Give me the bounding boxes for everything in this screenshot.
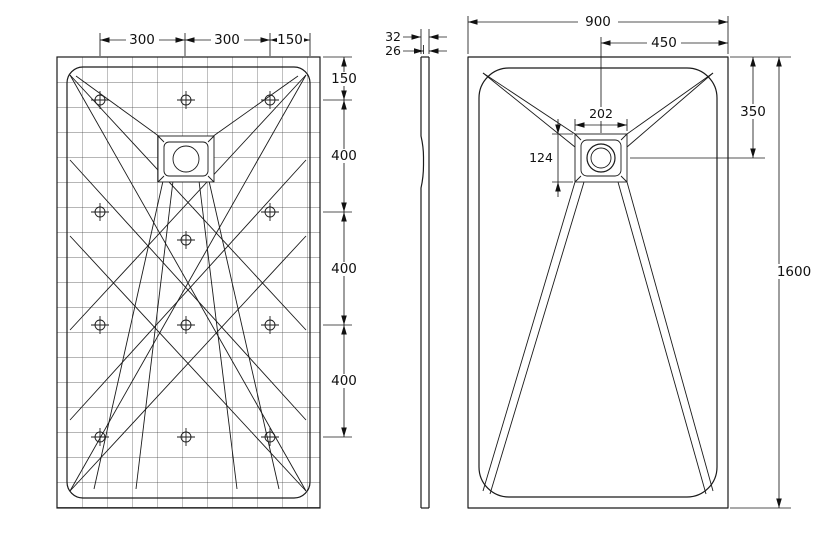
- dim-label-400-c: 400: [331, 373, 357, 389]
- drain-inner-rect: [163, 141, 209, 177]
- dim-label-bg: [329, 262, 359, 276]
- dim-label-bg: [126, 33, 159, 47]
- dim-drain-from-top: 350: [630, 57, 770, 159]
- dim-label-150-top: 150: [277, 32, 303, 48]
- drain-inner-rect: [580, 139, 622, 177]
- drain-outer-circle: [586, 143, 616, 173]
- tray-outline-top: [478, 67, 718, 498]
- extension-lines: [420, 29, 430, 54]
- slope-lines: [482, 72, 714, 495]
- dim-label-bg: [584, 107, 618, 121]
- dim-label-26: 26: [385, 43, 401, 58]
- tray-outline-bottom: [66, 66, 311, 499]
- dim-label-400-a: 400: [331, 148, 357, 164]
- drain-top: [574, 133, 628, 183]
- dimension-lines: [403, 34, 447, 54]
- dim-bottom-right: 150 400 400 400: [323, 56, 359, 438]
- dim-label-bg: [578, 15, 618, 29]
- drain-circle: [172, 145, 200, 173]
- side-view: 32 26: [385, 29, 447, 509]
- drain-outer-rect: [157, 135, 215, 183]
- extension-lines: [730, 56, 791, 509]
- dim-label-bg: [329, 72, 359, 86]
- dim-label-bg: [211, 33, 244, 47]
- dim-label-1600: 1600: [777, 264, 811, 280]
- drain-corner-ticks: [157, 135, 215, 183]
- dim-label-400-b: 400: [331, 261, 357, 277]
- dim-bottom-top: 300 300 150: [99, 32, 311, 56]
- dim-label-350: 350: [740, 104, 766, 120]
- reinforcement-ribs: [69, 74, 307, 492]
- drain-outer-rect: [574, 133, 628, 183]
- profile-outline: [420, 56, 430, 509]
- drain-corner-ticks: [574, 133, 628, 183]
- dim-label-32: 32: [385, 29, 401, 44]
- dim-label-bg: [277, 33, 304, 47]
- dim-overall-width: 900: [467, 14, 729, 54]
- top-view-border: [467, 56, 729, 509]
- dim-label-150-side: 150: [331, 71, 357, 87]
- drain-inner-circle: [590, 147, 612, 169]
- dim-label-bg: [736, 104, 770, 119]
- dim-label-300-a: 300: [129, 32, 155, 48]
- dim-label-bg: [329, 149, 359, 163]
- dim-label-bg: [329, 374, 359, 388]
- bottom-view: 300 300 150 150 400: [56, 32, 359, 509]
- dim-drain-width: 202: [574, 106, 628, 131]
- dim-label-bg: [774, 264, 814, 279]
- dim-side-thickness: 32 26: [385, 29, 447, 58]
- dim-overall-length: 1600: [730, 56, 814, 509]
- drain-bottom: [157, 135, 215, 183]
- extension-lines: [99, 33, 311, 56]
- dim-label-bg: [647, 36, 681, 50]
- dim-drain-height: 124: [529, 119, 573, 197]
- dim-label-450: 450: [651, 35, 677, 51]
- dim-drain-offset: 450: [600, 35, 728, 133]
- extension-lines: [552, 133, 573, 183]
- dim-label-202: 202: [589, 106, 613, 121]
- dim-label-124: 124: [529, 150, 553, 165]
- dim-label-900: 900: [585, 14, 611, 30]
- extension-lines: [323, 56, 352, 438]
- dim-label-300-b: 300: [214, 32, 240, 48]
- top-view: 450 900: [467, 14, 814, 509]
